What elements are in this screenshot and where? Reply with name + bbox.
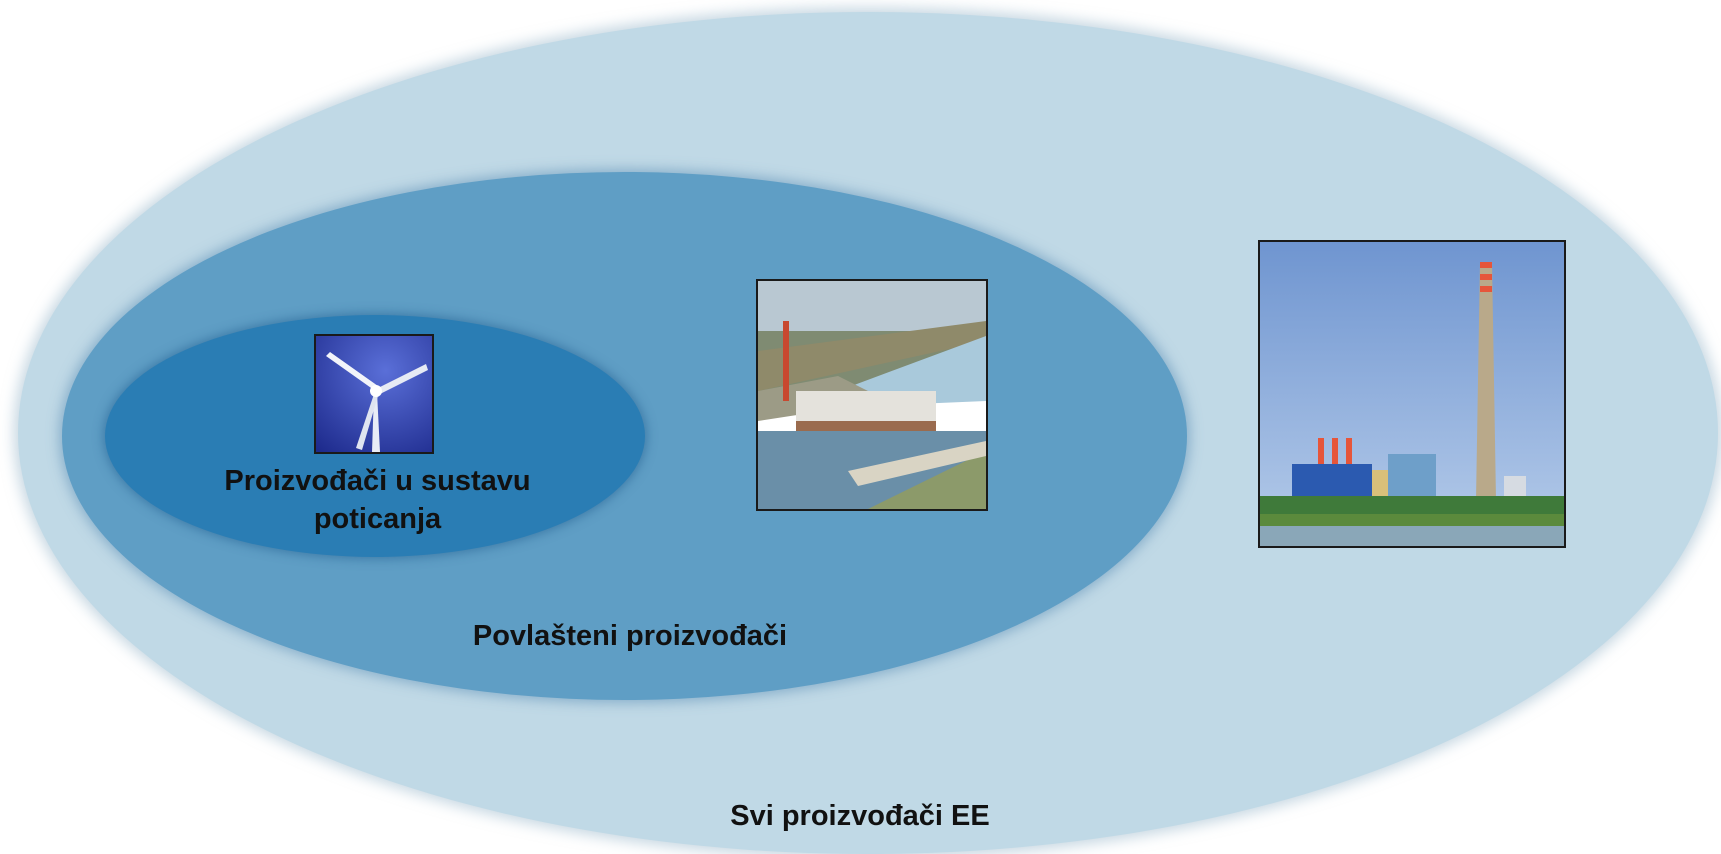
hydro-plant-image	[756, 279, 988, 511]
wind-turbine-image	[314, 334, 434, 454]
incentive-producers-label: Proizvođači u sustavu poticanja	[224, 465, 531, 535]
all-producers-label: Svi proizvođači EE	[730, 800, 990, 832]
thermal-plant-image	[1258, 240, 1566, 548]
privileged-producers-label: Povlašteni proizvođači	[472, 620, 788, 652]
